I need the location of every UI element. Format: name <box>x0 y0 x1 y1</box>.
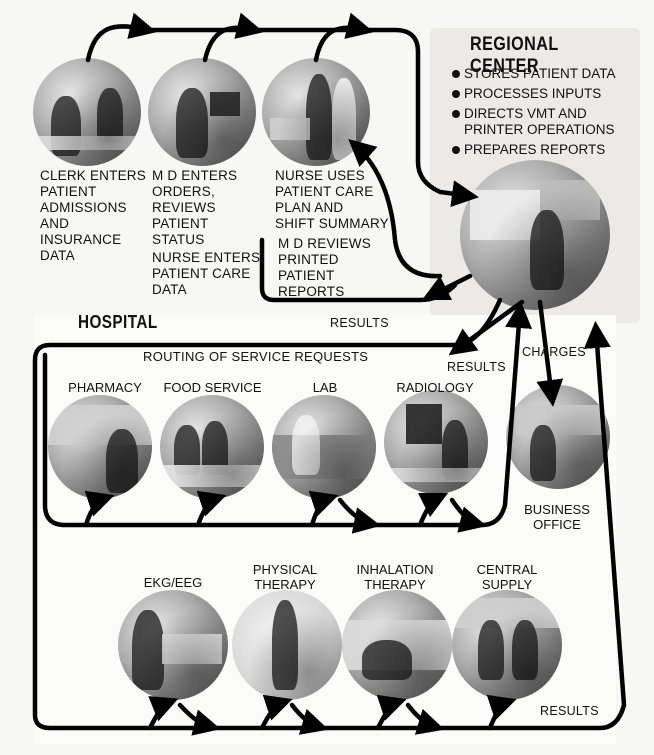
bullet-text: STORES PATIENT DATA <box>464 66 616 81</box>
ekg-label: EKG/EEG <box>128 575 218 590</box>
arrow-nurse-to-center <box>316 28 365 60</box>
regional-center-bullets: STORES PATIENT DATA PROCESSES INPUTS DIR… <box>452 66 642 162</box>
bullet-item: PREPARES REPORTS <box>452 142 642 158</box>
arrow-to-food <box>198 498 218 525</box>
bullet-item: DIRECTS VMT AND PRINTER OPERATIONS <box>452 106 642 138</box>
bullet-dot-icon <box>452 90 460 98</box>
arrow-reports-to-md <box>430 276 470 296</box>
inhalation-therapy-label: INHALATION THERAPY <box>340 562 450 592</box>
routing-label: ROUTING OF SERVICE REQUESTS <box>143 349 368 364</box>
arrow-ekg-return <box>180 705 212 727</box>
arrow-to-lab <box>312 498 330 525</box>
arrow-physical-return <box>292 705 320 727</box>
arrow-to-results <box>456 302 522 350</box>
arrow-to-physical <box>262 702 284 728</box>
physical-therapy-label: PHYSICAL THERAPY <box>240 562 330 592</box>
arrow-routing-inner <box>45 310 520 525</box>
arrow-to-radiology <box>420 497 440 525</box>
food-service-label: FOOD SERVICE <box>155 380 270 395</box>
md-orders-caption: M D ENTERS ORDERS, REVIEWS PATIENT STATU… <box>152 168 262 248</box>
bullet-dot-icon <box>452 70 460 78</box>
arrow-radiology-return <box>452 500 478 524</box>
arrow-to-ekg <box>150 702 170 728</box>
bullet-text: DIRECTS VMT AND PRINTER OPERATIONS <box>464 106 615 137</box>
arrow-to-central <box>490 702 508 728</box>
bullet-item: STORES PATIENT DATA <box>452 66 642 82</box>
results-label: RESULTS <box>330 316 389 330</box>
hospital-title: HOSPITAL <box>78 312 158 333</box>
md-reviews-caption: M D REVIEWS PRINTED PATIENT REPORTS <box>278 236 393 300</box>
bullet-dot-icon <box>452 146 460 154</box>
pharmacy-label: PHARMACY <box>55 380 155 395</box>
arrow-md-to-nurse <box>205 28 255 60</box>
nurse-enters-caption: NURSE ENTERS PATIENT CARE DATA <box>152 250 272 298</box>
nurse-uses-caption: NURSE USES PATIENT CARE PLAN AND SHIFT S… <box>275 168 400 232</box>
results-label: RESULTS <box>540 704 599 718</box>
bullet-text: PROCESSES INPUTS <box>464 86 601 101</box>
bullet-text: PREPARES REPORTS <box>464 142 605 157</box>
lab-label: LAB <box>300 380 350 395</box>
results-label: RESULTS <box>447 360 506 374</box>
bullet-dot-icon <box>452 110 460 118</box>
business-office-label: BUSINESS OFFICE <box>512 502 602 532</box>
central-supply-label: CENTRAL SUPPLY <box>462 562 552 592</box>
charges-label: CHARGES <box>522 345 586 359</box>
arrow-to-pharmacy <box>86 498 106 525</box>
radiology-label: RADIOLOGY <box>385 380 485 395</box>
arrow-inhalation-return <box>408 705 436 727</box>
clerk-caption: CLERK ENTERS PATIENT ADMISSIONS AND INSU… <box>40 168 150 264</box>
arrow-to-inhalation <box>378 702 398 728</box>
bullet-item: PROCESSES INPUTS <box>452 86 642 102</box>
arrow-clerk-to-md <box>88 26 148 60</box>
arrow-lab-return <box>340 500 372 524</box>
